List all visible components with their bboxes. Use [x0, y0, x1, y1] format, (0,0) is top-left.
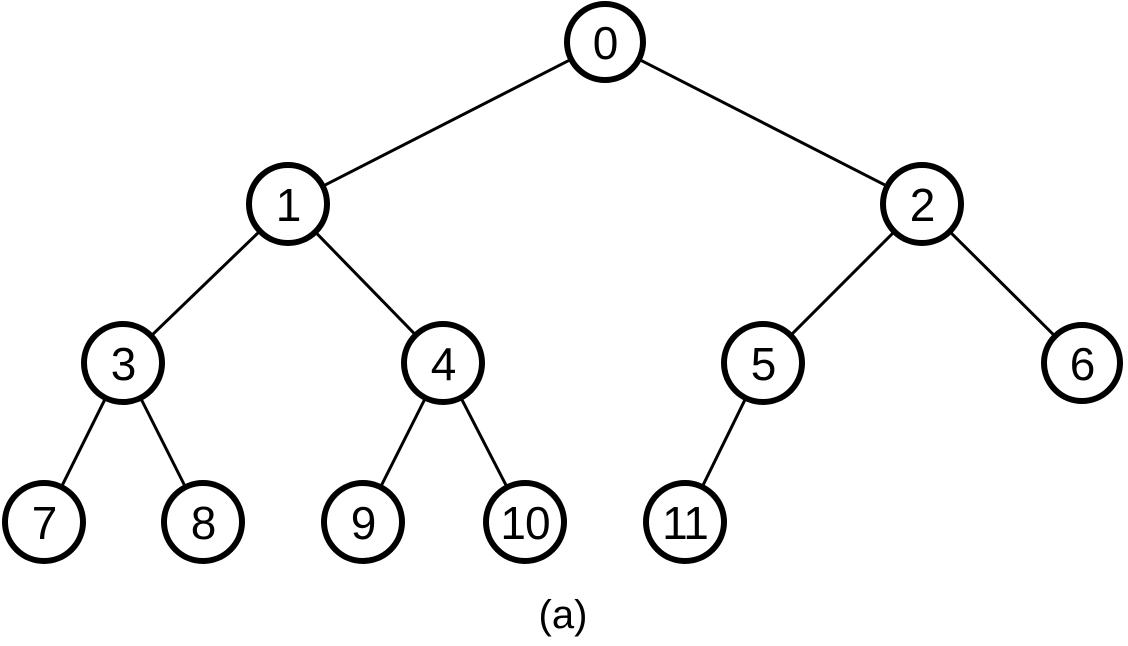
node-circle-0: [564, 1, 646, 83]
node-circle-8: [161, 480, 245, 564]
tree-edge-0-2: [639, 58, 887, 187]
node-label-5: 5: [751, 338, 776, 390]
node-circle-3: [81, 321, 165, 405]
tree-node-4[interactable]: 4: [401, 321, 485, 405]
edge-layer: [60, 58, 1056, 488]
tree-node-8[interactable]: 8: [161, 480, 245, 564]
tree-node-10[interactable]: 10: [483, 480, 567, 564]
node-label-3: 3: [111, 338, 136, 390]
node-circle-9: [321, 480, 405, 564]
tree-node-3[interactable]: 3: [81, 321, 165, 405]
tree-node-7[interactable]: 7: [2, 480, 86, 564]
node-circle-11: [643, 480, 727, 564]
figure-caption: (a): [539, 593, 588, 637]
tree-node-9[interactable]: 9: [321, 480, 405, 564]
tree-node-0[interactable]: 0: [564, 1, 646, 83]
node-label-2: 2: [910, 179, 935, 231]
node-label-7: 7: [32, 497, 57, 549]
tree-edge-3-7: [60, 398, 107, 487]
node-label-9: 9: [351, 497, 376, 549]
node-label-0: 0: [593, 17, 618, 69]
node-label-4: 4: [431, 338, 456, 390]
tree-edge-2-6: [949, 231, 1056, 337]
tree-edge-4-9: [379, 398, 427, 487]
tree-node-6[interactable]: 6: [1041, 322, 1123, 404]
tree-edge-0-1: [323, 58, 571, 187]
tree-edge-1-4: [315, 231, 416, 336]
node-circle-7: [2, 480, 86, 564]
node-label-10: 10: [500, 497, 549, 549]
node-circle-5: [721, 321, 805, 405]
tree-edge-1-3: [151, 230, 260, 337]
node-circle-10: [483, 480, 567, 564]
tree-node-5[interactable]: 5: [721, 321, 805, 405]
node-layer: 0 1 2 3 4 5 6 7 8 9 10 11: [2, 1, 1123, 564]
tree-edge-3-8: [139, 398, 187, 487]
node-circle-2: [880, 162, 964, 246]
tree-edge-4-10: [460, 397, 508, 488]
tree-edge-5-11: [701, 398, 747, 487]
tree-node-11[interactable]: 11: [643, 480, 727, 564]
node-label-8: 8: [191, 497, 216, 549]
tree-node-1[interactable]: 1: [246, 162, 330, 246]
node-circle-4: [401, 321, 485, 405]
node-label-11: 11: [662, 497, 708, 549]
node-label-6: 6: [1070, 338, 1095, 390]
tree-edge-2-5: [790, 231, 895, 336]
tree-node-2[interactable]: 2: [880, 162, 964, 246]
node-circle-6: [1041, 322, 1123, 404]
node-circle-1: [246, 162, 330, 246]
node-label-1: 1: [276, 179, 301, 231]
